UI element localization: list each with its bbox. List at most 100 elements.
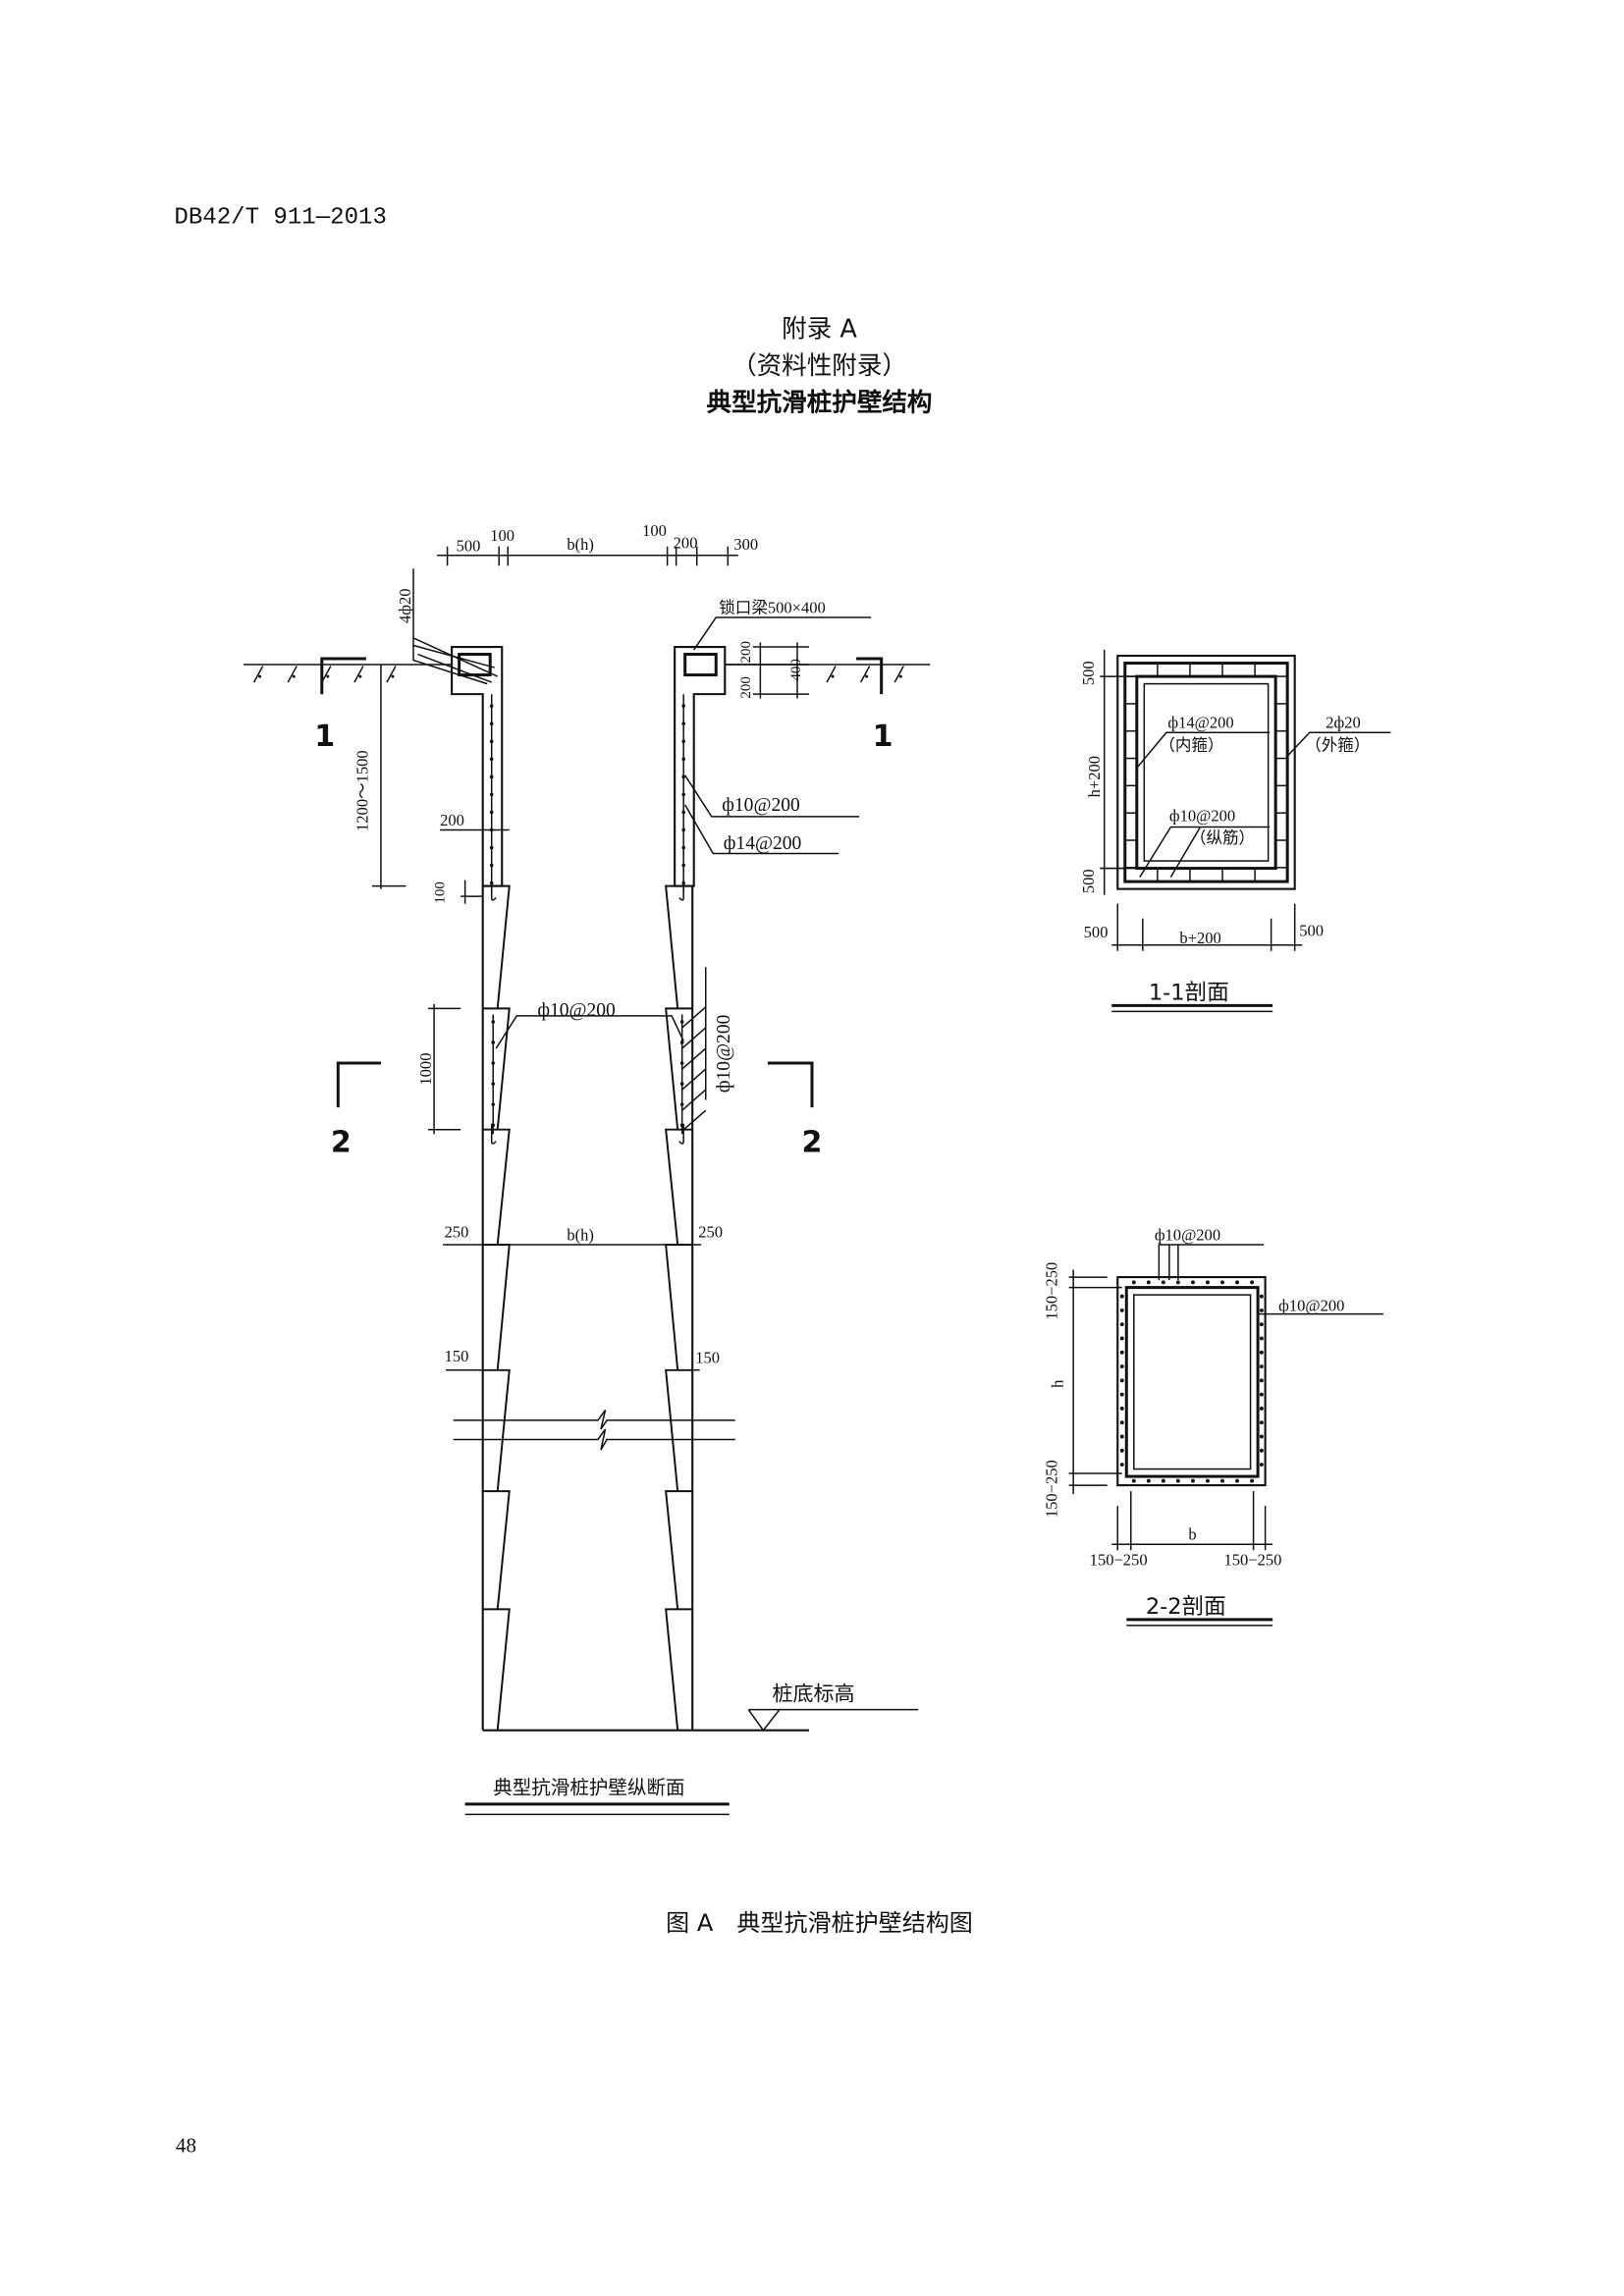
rebar-dot [679,1082,684,1086]
section-1-1: 500 h+200 500 500 b+200 500 ф14@200 （内箍）… [1079,650,1391,1013]
leader-tick [681,1027,707,1049]
section-2-marker-right [767,1061,814,1108]
wall-rebar-dots [489,704,685,885]
rebar-hook [490,1123,497,1145]
dim-range-bottom: 150−250 [1043,1460,1061,1518]
beam-dim-400: 400 [788,659,804,681]
soil-dot [358,674,362,678]
rebar-dot [679,1061,684,1065]
rebar-dot [491,1123,496,1127]
phi10-leader [684,774,860,818]
depth-range-label: 1200～1500 [352,750,371,831]
rebar-dot [681,792,685,797]
side-rebar-label: ф10@200 [1278,1297,1344,1315]
soil-hatch-line [252,666,264,683]
right-phi10-ticks [681,1006,707,1132]
wall-segment-left [482,884,511,1009]
rebar-dot [491,1102,496,1106]
dim-100-left: 100 [490,526,514,545]
beam-cage-right [683,653,718,677]
soil-hatch-line [826,666,837,683]
beam-cage-left [458,653,492,677]
segment-rebar-dots [491,1020,684,1127]
inner-boundary [1143,682,1270,862]
wall-segment-right [665,884,693,1009]
appendix-subtitle: （资料性附录） [731,351,907,381]
rebar-dot [1259,1406,1264,1411]
rebar-dot [1259,1322,1264,1327]
dim-h200: h+200 [1085,756,1104,797]
section-2-label-right: 2 [801,1125,822,1159]
pile-bottom-label: 桩底标高 [772,1682,854,1706]
rebar-dot [1146,1478,1151,1483]
rebar-4phi20-label: 4ф20 [396,588,414,623]
rebar-dot [1190,1478,1195,1483]
rebar-dot [681,863,685,868]
phi10-label: ф10@200 [722,795,800,816]
dim-250-left: 250 [445,1222,469,1241]
inner-boundary [1133,1294,1252,1470]
longitudinal-leader [1139,826,1271,878]
rebar-dot [1119,1406,1124,1411]
leader-tick [681,1089,707,1111]
break-line-bottom [453,1428,735,1451]
section-1-1-title: 1-1剖面 [1149,980,1229,1005]
rebar-dot [489,704,494,708]
rebar-dot [1259,1350,1264,1355]
break-line-top [453,1409,735,1430]
rebar-dot [489,721,494,726]
rebar-dot [489,739,494,744]
rebar-dot [1119,1308,1124,1312]
dim-h: h [1049,1379,1067,1388]
outer-hoop-note: （外箍） [1305,735,1370,754]
lock-beam-label: 锁口梁500×400 [719,598,826,616]
outer-hoop-label: 2ф20 [1326,714,1361,732]
rebar-dot [1119,1392,1124,1397]
rebar-dot [1119,1322,1124,1327]
section-2-2: 150−250 h 150−250 b 150−250 150−250 ф10@… [1043,1225,1383,1627]
rebar-dot [681,721,685,726]
soil-hatch-line [893,666,904,683]
rebar-dot [681,774,685,779]
dim-200-top: 200 [674,533,698,552]
wall-dim-200: 200 [440,811,464,829]
wall-segment-right [665,1368,693,1492]
inner-hoop [1135,674,1277,871]
longitudinal-label: ф10@200 [1169,806,1235,825]
rebar-dot [1161,1478,1165,1483]
rebar-hook [678,880,684,901]
soil-dot [326,674,330,678]
rebar-dot [1119,1434,1124,1439]
dim-500-left: 500 [1084,923,1109,941]
wall-segment-left [482,1368,511,1492]
top-rebar-leader [1158,1244,1265,1281]
rebar-dot [1259,1308,1264,1312]
soil-dot [391,674,395,678]
dim-range-right: 150−250 [1224,1550,1282,1569]
rebar-hook [490,880,497,901]
dim-500-bottom: 500 [1079,869,1098,893]
rebar-hook [678,1123,684,1145]
rebar-dot [491,1082,496,1086]
rebar-dot [1119,1294,1124,1299]
rebar-dot [679,1041,684,1044]
outer-hoop [1123,662,1289,883]
rebar-dot [1259,1448,1264,1453]
dim-300: 300 [733,535,758,554]
section-1-marker-right [856,657,884,695]
rebar-dot [679,1020,684,1024]
rebar-dot [1206,1280,1210,1285]
rebar-dot [1119,1364,1124,1368]
rebar-dot [1259,1392,1264,1397]
dim-b200: b+200 [1179,929,1220,947]
rebar-dot [1259,1364,1264,1368]
dim-range-top: 150−250 [1043,1262,1061,1320]
rebar-dot [491,1020,496,1024]
rebar-dot [1131,1478,1136,1483]
rebar-dot [681,704,685,708]
section-1-marker-left [320,657,366,695]
rebar-dot [681,828,685,832]
rebar-dot [1220,1478,1224,1483]
rebar-dot [491,1041,496,1044]
rebar-dot [1119,1448,1124,1453]
